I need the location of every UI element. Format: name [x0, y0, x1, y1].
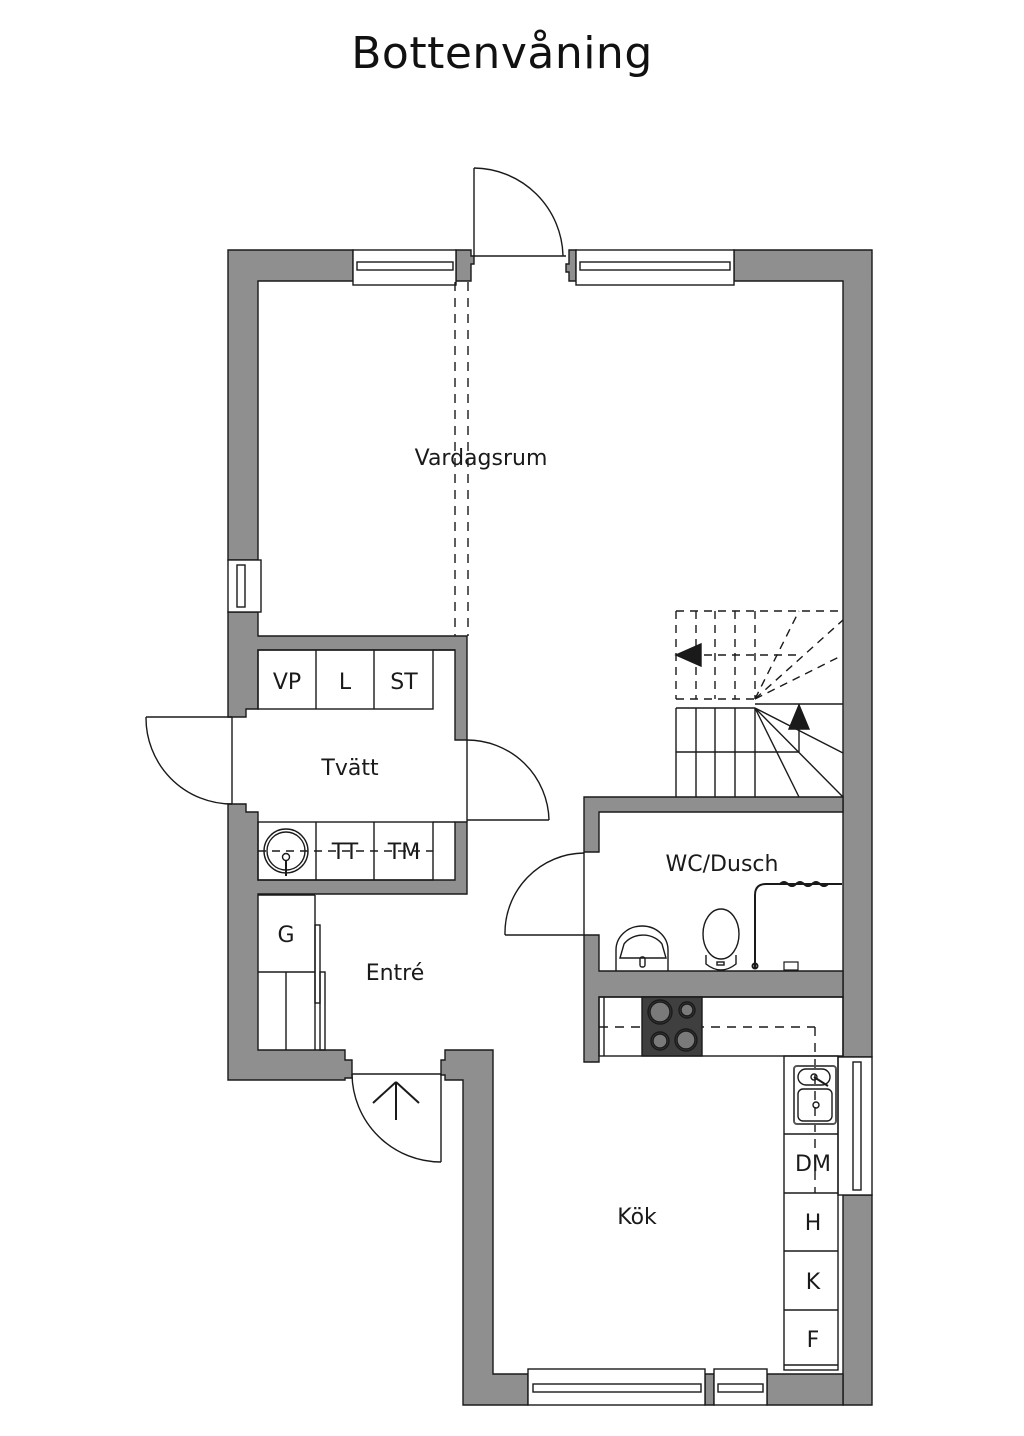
wall-bottom-mid	[704, 1373, 715, 1406]
wall-top-left	[227, 249, 354, 561]
wall-top-door-jamb-left	[455, 249, 475, 282]
appliance-label-st: ST	[390, 670, 418, 695]
wardrobe	[258, 894, 326, 1051]
hob-icon	[641, 996, 703, 1057]
laundry-sink-icon	[263, 828, 309, 876]
arrow-left-icon	[674, 642, 702, 668]
laundry-lower-cabinets	[257, 821, 455, 881]
shower-icon	[751, 881, 842, 971]
room-label-wc: WC/Dusch	[666, 852, 779, 877]
floor-title: Bottenvåning	[351, 28, 653, 79]
staircase	[675, 610, 844, 798]
wall-wc-bottom	[583, 934, 844, 1063]
window-living-top-left	[352, 249, 457, 286]
beam-dashed-lines	[454, 282, 469, 636]
appliance-label-f: F	[807, 1328, 820, 1353]
arrow-up-icon	[372, 1081, 420, 1120]
wall-entrance-right	[440, 1049, 529, 1406]
wall-wc-top	[583, 796, 844, 853]
room-label-living: Vardagsrum	[415, 446, 548, 471]
wall-right-lower	[842, 1194, 873, 1406]
room-label-laundry: Tvätt	[320, 756, 379, 781]
window-kitchen-bottom-right	[713, 1368, 768, 1406]
wall-top-door-jamb-right	[565, 249, 577, 282]
appliance-label-g: G	[277, 923, 294, 948]
door-laundry-interior	[466, 739, 550, 822]
wc-toilet-icon	[702, 908, 740, 971]
door-wc	[504, 852, 585, 936]
appliance-label-dm: DM	[795, 1152, 831, 1177]
room-label-entrance: Entré	[366, 961, 425, 986]
window-living-top-right	[575, 249, 735, 286]
arrow-up-icon	[787, 703, 811, 730]
appliance-label-l: L	[339, 670, 352, 695]
window-living-left	[227, 559, 262, 613]
appliance-label-vp: VP	[273, 670, 301, 695]
room-label-kitchen: Kök	[617, 1205, 657, 1230]
door-patio	[473, 167, 566, 257]
kitchen-sink-icon	[793, 1065, 837, 1125]
appliance-label-tt: TT	[331, 840, 359, 865]
door-laundry-exterior	[145, 716, 233, 805]
door-main-entrance	[351, 1073, 442, 1163]
window-kitchen-right	[837, 1056, 873, 1196]
walls	[227, 249, 873, 1406]
wall-left-laundry-lower	[227, 803, 468, 1081]
doors	[145, 167, 585, 1163]
kitchen-counter-top	[598, 996, 844, 1057]
appliance-label-k: K	[806, 1270, 821, 1295]
window-kitchen-bottom-left	[527, 1368, 706, 1406]
appliance-label-tm: TM	[387, 840, 420, 865]
kitchen-counter-right	[783, 1027, 839, 1371]
labels: Vardagsrum Tvätt WC/Dusch Entré Kök VP L…	[273, 446, 831, 1353]
appliance-label-h: H	[805, 1211, 822, 1236]
wall-bottom-right	[766, 1373, 844, 1406]
laundry-upper-cabinets	[257, 649, 455, 710]
windows	[227, 249, 873, 1406]
wc-washbasin-icon	[615, 925, 669, 971]
